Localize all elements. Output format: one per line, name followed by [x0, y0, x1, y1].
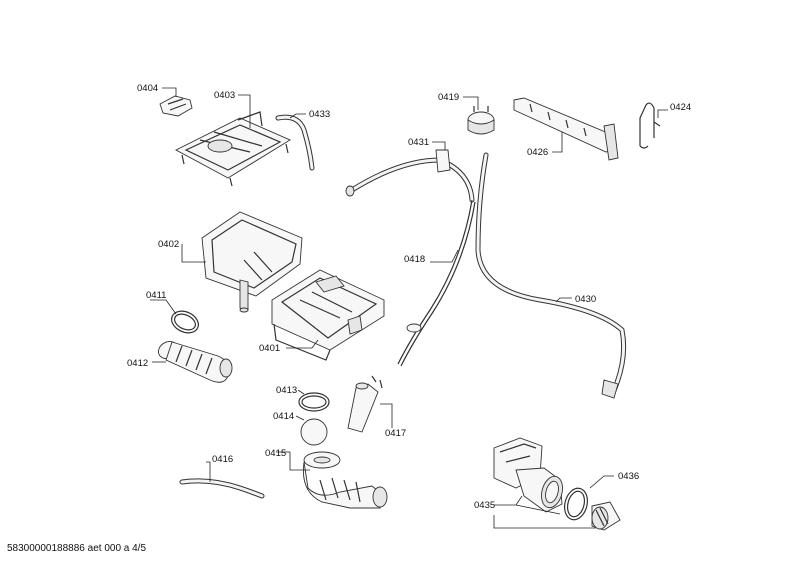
label-0417: 0417 — [385, 428, 406, 439]
part-0404-clip[interactable] — [159, 95, 193, 117]
label-0433: 0433 — [309, 109, 330, 120]
label-0431: 0431 — [408, 137, 429, 148]
part-0433-hose[interactable] — [275, 114, 315, 171]
part-0426-bracket[interactable] — [513, 97, 619, 161]
part-0430-hose[interactable] — [475, 152, 627, 399]
part-0413-ring[interactable] — [298, 392, 330, 412]
part-0417-cylinder[interactable] — [347, 375, 383, 433]
label-0424: 0424 — [670, 102, 691, 113]
label-0404: 0404 — [137, 83, 158, 94]
part-0419-sensor[interactable] — [467, 106, 495, 135]
part-0436-ring[interactable] — [561, 486, 591, 523]
label-0426: 0426 — [527, 147, 548, 158]
label-0413: 0413 — [276, 385, 297, 396]
label-0436: 0436 — [618, 471, 639, 482]
part-0411-seal-ring[interactable] — [168, 307, 202, 337]
part-0416-hose[interactable] — [179, 478, 265, 499]
part-0414-ball[interactable] — [300, 418, 328, 446]
label-0416: 0416 — [212, 454, 233, 465]
label-0403: 0403 — [214, 90, 235, 101]
label-0402: 0402 — [158, 239, 179, 250]
label-0419: 0419 — [438, 92, 459, 103]
label-0412: 0412 — [127, 358, 148, 369]
label-0415: 0415 — [265, 448, 286, 459]
part-0401-tray[interactable] — [271, 269, 385, 361]
label-0401: 0401 — [259, 343, 280, 354]
part-0402-detergent-drawer[interactable] — [201, 211, 303, 313]
part-0431-hose[interactable] — [345, 149, 475, 203]
label-0435: 0435 — [474, 500, 495, 511]
label-0411: 0411 — [146, 290, 166, 301]
label-0414: 0414 — [273, 411, 294, 422]
document-footer-code: 58300000188886 aet 000 a 4/5 — [7, 543, 147, 554]
label-0430: 0430 — [575, 294, 596, 305]
part-0435-filter-cap[interactable] — [591, 501, 621, 531]
part-0403-drawer-frame[interactable] — [175, 111, 291, 187]
part-0435-drain-pump[interactable] — [493, 437, 566, 513]
part-0415-sump[interactable] — [302, 451, 388, 509]
label-0418: 0418 — [404, 254, 425, 265]
part-0418-hose[interactable] — [397, 199, 476, 367]
part-0412-bellows-hose[interactable] — [155, 338, 233, 383]
part-0424-hanger[interactable] — [639, 102, 661, 149]
